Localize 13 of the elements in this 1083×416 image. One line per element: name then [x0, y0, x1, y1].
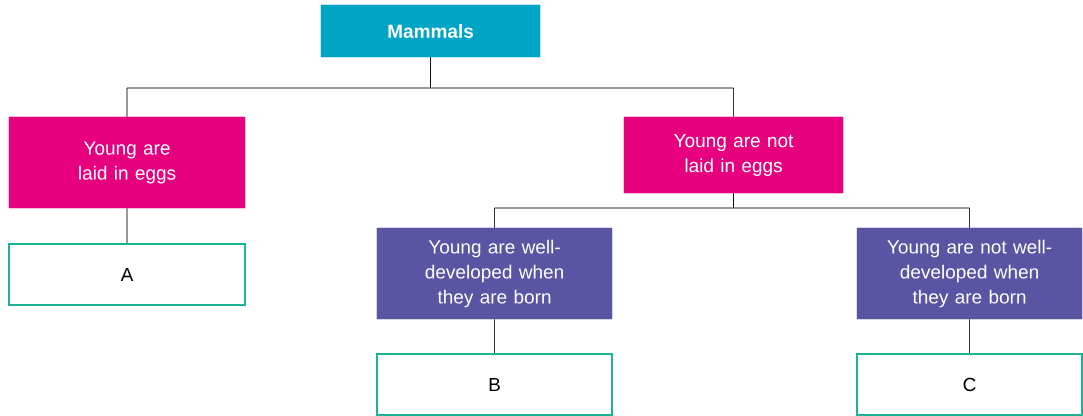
title-box: Mammals — [320, 4, 541, 58]
connector-line — [969, 318, 970, 354]
category-box: Young are laid in eggs — [8, 116, 246, 209]
connector-line — [430, 56, 734, 118]
connector-line — [494, 318, 495, 354]
category-box: Young are not laid in eggs — [623, 116, 844, 194]
connector-line — [126, 207, 128, 244]
answer-box: A — [8, 243, 246, 306]
answer-box: C — [856, 353, 1083, 416]
answer-box: B — [376, 353, 613, 416]
connector-line — [733, 192, 970, 229]
category-box: Young are not well-developed when they are born — [856, 227, 1083, 320]
category-box: Young are well-developed when they are born — [376, 227, 613, 320]
